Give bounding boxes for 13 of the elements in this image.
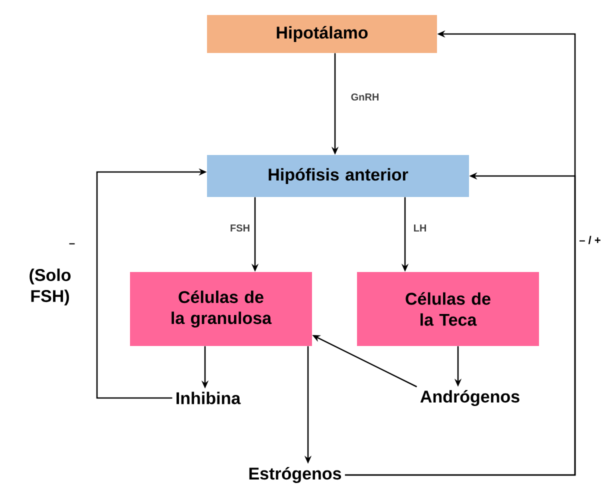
hormone-label: Inhibina (176, 392, 241, 404)
hormone-label: Andrógenos (420, 390, 520, 406)
box: Hipotálamo (207, 15, 437, 53)
feedback-sign: – / + (579, 236, 600, 244)
hormone-label: Estrógenos (249, 466, 342, 484)
feedback-sign: – (69, 243, 75, 244)
box: Células de la granulosa (130, 272, 312, 346)
box: Hipófisis anterior (207, 155, 469, 197)
edge-label: LH (412, 224, 428, 232)
edge-label: FSH (229, 223, 251, 233)
edge-label: GnRH (350, 92, 380, 102)
box: Células de la Teca (357, 272, 539, 346)
feedback-sign: (Solo FSH) (30, 268, 71, 306)
